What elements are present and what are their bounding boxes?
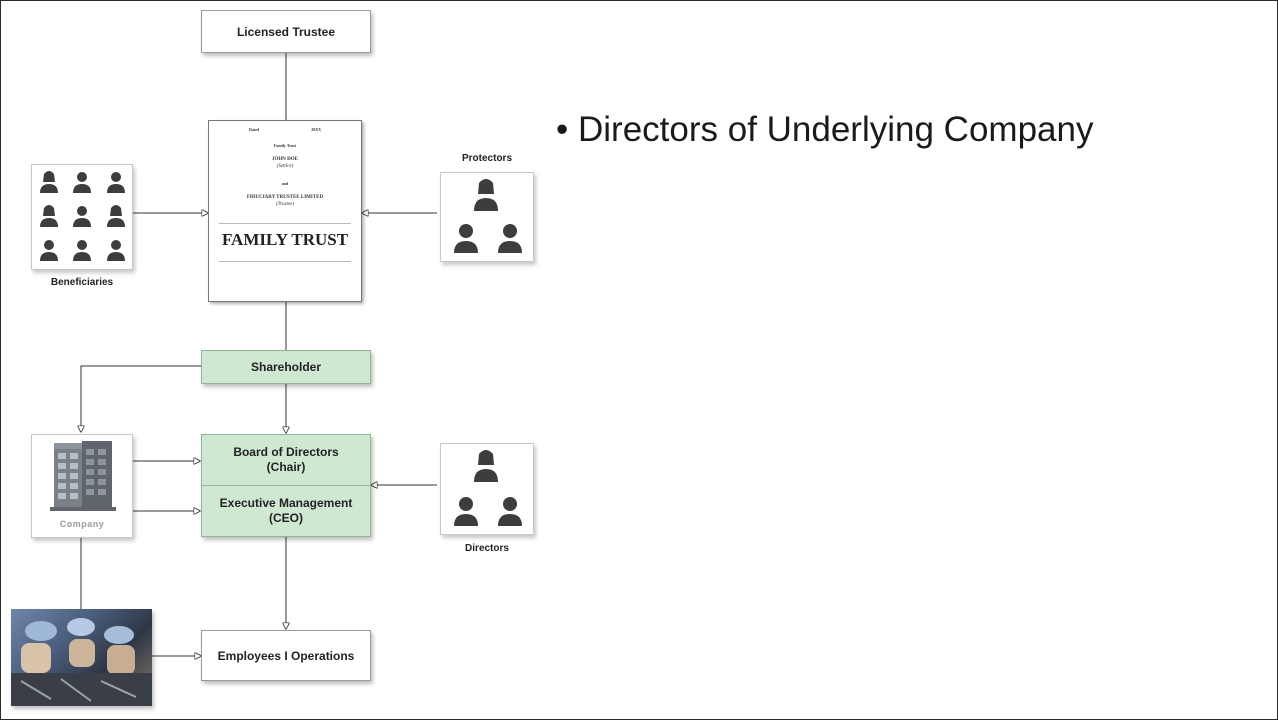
person-icon bbox=[474, 179, 498, 211]
bullet-item: • Directors of Underlying Company bbox=[556, 110, 1093, 150]
directors-caption: Directors bbox=[465, 543, 509, 554]
bullet-dot: • bbox=[556, 110, 578, 149]
protectors-people bbox=[454, 179, 522, 253]
licensed-trustee-label: Licensed Trustee bbox=[236, 24, 336, 39]
building-icon bbox=[50, 441, 116, 511]
workers-photo-art bbox=[11, 618, 152, 706]
company-card: Company bbox=[31, 434, 133, 538]
person-icon bbox=[107, 205, 125, 227]
doc-trustee-name: FIDUCIARY TRUSTEE LIMITED bbox=[246, 195, 324, 200]
doc-title: FAMILY TRUST bbox=[221, 230, 349, 249]
doc-year: 20XX bbox=[311, 127, 321, 132]
person-icon bbox=[73, 206, 91, 227]
beneficiaries-card bbox=[31, 164, 133, 270]
exec-line1: Executive Management bbox=[219, 496, 353, 510]
protectors-card bbox=[440, 172, 534, 262]
shareholder-label: Shareholder bbox=[250, 360, 322, 374]
shareholder-box: Shareholder bbox=[201, 350, 371, 384]
doc-and: and bbox=[281, 181, 289, 186]
protectors-caption: Protectors bbox=[461, 153, 512, 164]
person-icon bbox=[107, 240, 125, 261]
directors-people bbox=[454, 450, 522, 526]
doc-dated: Dated bbox=[248, 127, 260, 132]
exec-line2: (CEO) bbox=[269, 511, 303, 525]
licensed-trustee-box: Licensed Trustee bbox=[201, 10, 371, 53]
board-line1: Board of Directors bbox=[233, 445, 339, 459]
doc-settlor-name: JOHN DOE bbox=[272, 157, 298, 162]
person-icon bbox=[498, 224, 522, 253]
person-icon bbox=[107, 172, 125, 193]
employees-operations-box: Employees I Operations bbox=[201, 630, 371, 681]
employees-operations-label: Employees I Operations bbox=[217, 648, 355, 663]
person-icon bbox=[40, 171, 58, 193]
person-icon bbox=[73, 240, 91, 261]
doc-trustee-role: (Trustee) bbox=[275, 202, 295, 207]
person-icon bbox=[454, 497, 478, 526]
executive-management-section: Executive Management (CEO) bbox=[202, 486, 370, 536]
beneficiaries-people bbox=[40, 171, 125, 261]
person-icon bbox=[73, 172, 91, 193]
board-line2: (Chair) bbox=[266, 460, 306, 474]
person-icon bbox=[40, 205, 58, 227]
doc-settlor-role: (Settlor) bbox=[276, 164, 294, 169]
person-icon bbox=[474, 450, 498, 482]
doc-family-trust-line: Family Trust bbox=[273, 143, 297, 148]
board-executive-box: Board of Directors (Chair) Executive Man… bbox=[201, 434, 371, 537]
beneficiaries-caption: Beneficiaries bbox=[50, 277, 114, 288]
person-icon bbox=[454, 224, 478, 253]
person-icon bbox=[40, 240, 58, 261]
workers-photo bbox=[11, 609, 152, 706]
doc-rule-bottom bbox=[219, 261, 351, 262]
trust-deed-document: Dated 20XX Family Trust JOHN DOE (Settlo… bbox=[208, 120, 362, 302]
company-caption: Company bbox=[59, 519, 105, 529]
directors-card bbox=[440, 443, 534, 535]
board-of-directors-section: Board of Directors (Chair) bbox=[202, 435, 370, 486]
person-icon bbox=[498, 497, 522, 526]
bullet-text: Directors of Underlying Company bbox=[577, 110, 1094, 149]
doc-rule-top bbox=[219, 223, 351, 224]
